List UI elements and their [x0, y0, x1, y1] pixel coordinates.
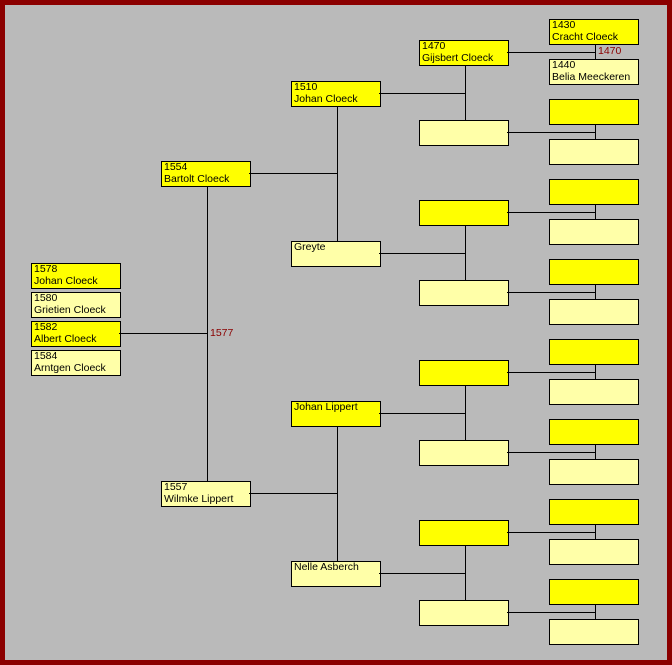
connector-line — [379, 253, 465, 254]
connector-line — [249, 493, 337, 494]
marriage-year-label: 1470 — [598, 45, 622, 57]
connector-line — [379, 413, 465, 414]
ancestor-box[interactable] — [419, 120, 509, 146]
connector-line — [119, 333, 207, 334]
ancestor-box[interactable] — [419, 200, 509, 226]
person-year: 1557 — [164, 481, 188, 493]
ancestor-box[interactable] — [549, 499, 639, 525]
ancestor-box[interactable]: Greyte — [291, 241, 381, 267]
connector-line — [465, 226, 466, 280]
person-name: Bartolt Cloeck — [164, 172, 230, 185]
connector-line — [465, 546, 466, 600]
connector-line — [595, 525, 596, 539]
person-year: 1582 — [34, 321, 58, 333]
connector-line — [507, 452, 595, 453]
ancestor-box[interactable] — [549, 339, 639, 365]
connector-line — [465, 66, 466, 120]
person-name: Johan Lippert — [294, 401, 358, 413]
person-name: Cracht Cloeck — [552, 30, 618, 43]
ancestor-box[interactable] — [549, 579, 639, 605]
connector-line — [595, 445, 596, 459]
ancestor-box[interactable] — [419, 280, 509, 306]
ancestor-box[interactable]: Johan Lippert — [291, 401, 381, 427]
ancestor-box[interactable] — [549, 259, 639, 285]
connector-line — [507, 52, 595, 53]
connector-line — [595, 365, 596, 379]
ancestor-box[interactable] — [549, 179, 639, 205]
connector-line — [507, 212, 595, 213]
person-name: Greyte — [294, 241, 326, 253]
connector-line — [595, 45, 596, 59]
person-year: 1510 — [294, 81, 318, 93]
person-name: Belia Meeckeren — [552, 70, 631, 83]
connector-line — [507, 372, 595, 373]
person-name: Nelle Asberch — [294, 561, 359, 573]
connector-line — [207, 187, 208, 481]
person-year: 1584 — [34, 350, 58, 362]
person-year: 1470 — [422, 40, 446, 52]
connector-line — [595, 285, 596, 299]
connector-line — [379, 93, 465, 94]
ancestor-box[interactable] — [419, 360, 509, 386]
person-name: Wilmke Lippert — [164, 492, 234, 505]
person-name: Johan Cloeck — [34, 274, 98, 287]
ancestor-box[interactable] — [549, 459, 639, 485]
person-name: Johan Cloeck — [294, 92, 358, 105]
person-name: Grietien Cloeck — [34, 303, 106, 316]
ancestor-box[interactable] — [419, 440, 509, 466]
person-year: 1440 — [552, 59, 576, 71]
ancestor-box[interactable] — [549, 379, 639, 405]
ancestor-box[interactable] — [419, 600, 509, 626]
ancestor-box[interactable] — [549, 99, 639, 125]
ancestor-box[interactable] — [549, 419, 639, 445]
person-year: 1580 — [34, 292, 58, 304]
ancestor-box[interactable] — [549, 139, 639, 165]
person-name: Albert Cloeck — [34, 332, 97, 345]
connector-line — [337, 427, 338, 561]
connector-line — [465, 386, 466, 440]
ancestor-box[interactable] — [549, 219, 639, 245]
ancestor-box[interactable] — [549, 539, 639, 565]
person-year: 1554 — [164, 161, 188, 173]
connector-line — [507, 612, 595, 613]
connector-line — [595, 125, 596, 139]
person-year: 1578 — [34, 263, 58, 275]
person-name: Gijsbert Cloeck — [422, 51, 494, 64]
connector-line — [595, 605, 596, 619]
connector-line — [507, 532, 595, 533]
connector-line — [379, 573, 465, 574]
marriage-year-label: 1577 — [210, 327, 234, 339]
connector-line — [249, 173, 337, 174]
ancestor-box[interactable]: Nelle Asberch — [291, 561, 381, 587]
ancestor-box[interactable] — [419, 520, 509, 546]
connector-line — [337, 107, 338, 241]
person-name: Arntgen Cloeck — [34, 361, 106, 374]
connector-line — [595, 205, 596, 219]
ancestor-box[interactable] — [549, 299, 639, 325]
ancestor-box[interactable] — [549, 619, 639, 645]
connector-line — [507, 292, 595, 293]
connector-line — [507, 132, 595, 133]
person-year: 1430 — [552, 19, 576, 31]
